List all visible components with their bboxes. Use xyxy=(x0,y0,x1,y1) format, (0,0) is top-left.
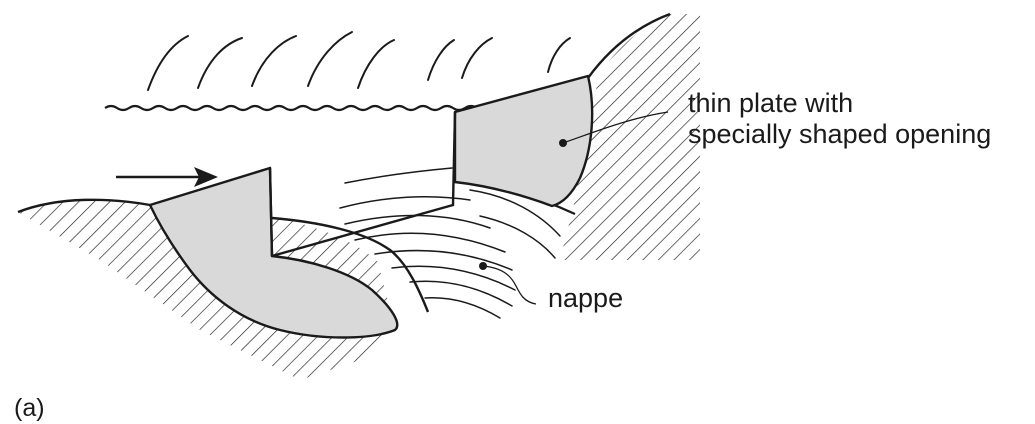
nappe-label: nappe xyxy=(548,282,623,314)
plate-label-line-2: specially shaped opening xyxy=(688,118,991,150)
figure-part-label: (a) xyxy=(14,394,45,422)
plate-label-line-1: thin plate with xyxy=(688,87,853,119)
water-surface xyxy=(105,106,477,110)
upstream-flow-strokes xyxy=(148,32,570,90)
flow-direction-arrow-icon xyxy=(116,167,218,187)
right-thin-plate xyxy=(455,76,592,206)
